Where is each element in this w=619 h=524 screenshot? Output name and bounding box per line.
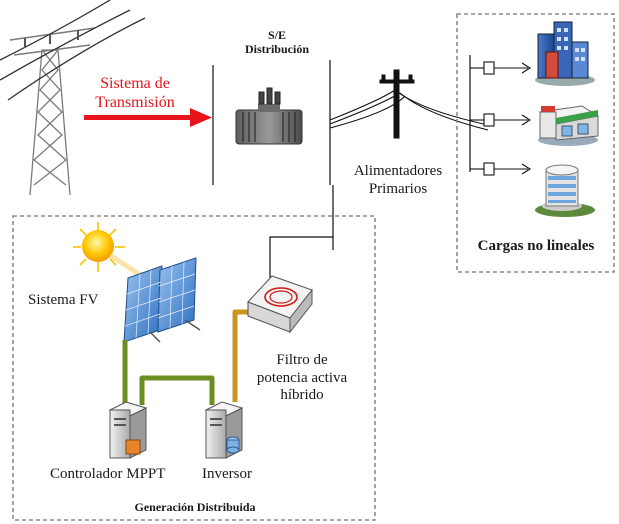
feeders-label-line2: Primarios	[368, 180, 428, 197]
mppt-controller-icon	[108, 401, 148, 459]
loads-box	[456, 13, 615, 273]
substation-label-line2: Distribución	[244, 42, 309, 57]
loads-title: Cargas no lineales	[477, 238, 595, 254]
skyscrapers-icon	[535, 21, 595, 86]
feeders-label: Alimentadores Primarios	[336, 163, 460, 198]
feeder-lines	[329, 89, 489, 131]
dg-title: Generación Distribuida	[134, 500, 256, 514]
utility-pole-icon	[379, 69, 415, 139]
load-branch-1	[470, 61, 532, 75]
transmission-label-line2: Transmisión	[95, 93, 175, 111]
load-branch-2	[470, 113, 532, 127]
solar-panels-icon	[123, 257, 201, 343]
substation-label-line1: S/E	[267, 28, 286, 42]
transmission-arrow-icon	[84, 108, 212, 127]
transmission-tower-icon	[0, 0, 146, 196]
shop-building-icon	[538, 105, 600, 146]
filter-device-icon	[247, 275, 313, 334]
transmission-label-line1: Sistema de	[100, 75, 170, 92]
filter-label-line2: potencia activa	[256, 369, 348, 386]
filter-label: Filtro de potencia activa híbrido	[238, 352, 366, 405]
feeders-label-line1: Alimentadores	[353, 163, 443, 179]
pv-cable	[122, 340, 215, 405]
transformer-icon	[235, 87, 303, 145]
dg-box	[12, 215, 376, 521]
inverter-label: Inversor	[202, 466, 252, 482]
pv-label: Sistema FV	[28, 292, 99, 308]
substation-label: S/E Distribución	[222, 28, 332, 56]
inverter-icon	[204, 401, 244, 459]
load-branch-3	[470, 162, 532, 176]
transmission-label: Sistema de Transmisión	[82, 75, 188, 113]
mppt-label: Controlador MPPT	[50, 466, 166, 482]
office-building-icon	[535, 164, 595, 217]
filter-label-line3: híbrido	[280, 387, 324, 404]
filter-connection-line	[269, 236, 333, 280]
filter-label-line1: Filtro de	[276, 352, 328, 368]
inverter-cable	[232, 309, 250, 402]
